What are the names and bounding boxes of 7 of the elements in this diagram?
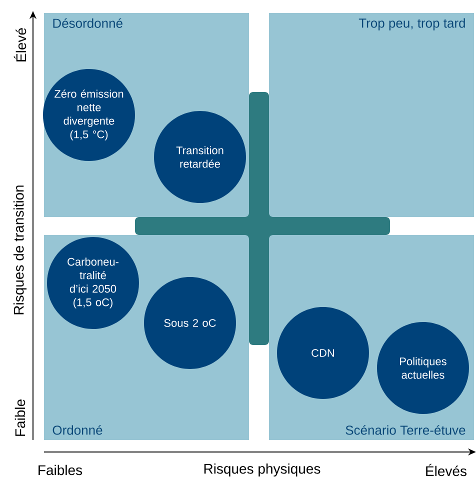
axis-label: Élevé	[14, 28, 26, 62]
axis-label: Faibles	[38, 464, 82, 476]
quadrant-panel: Trop peu, trop tard	[269, 13, 474, 217]
axis-label: Élevés	[426, 464, 466, 476]
axis-label: Risques physiques	[204, 463, 320, 477]
axis-label: Faible	[14, 400, 26, 436]
axis-label: Risques de transition	[13, 186, 27, 314]
